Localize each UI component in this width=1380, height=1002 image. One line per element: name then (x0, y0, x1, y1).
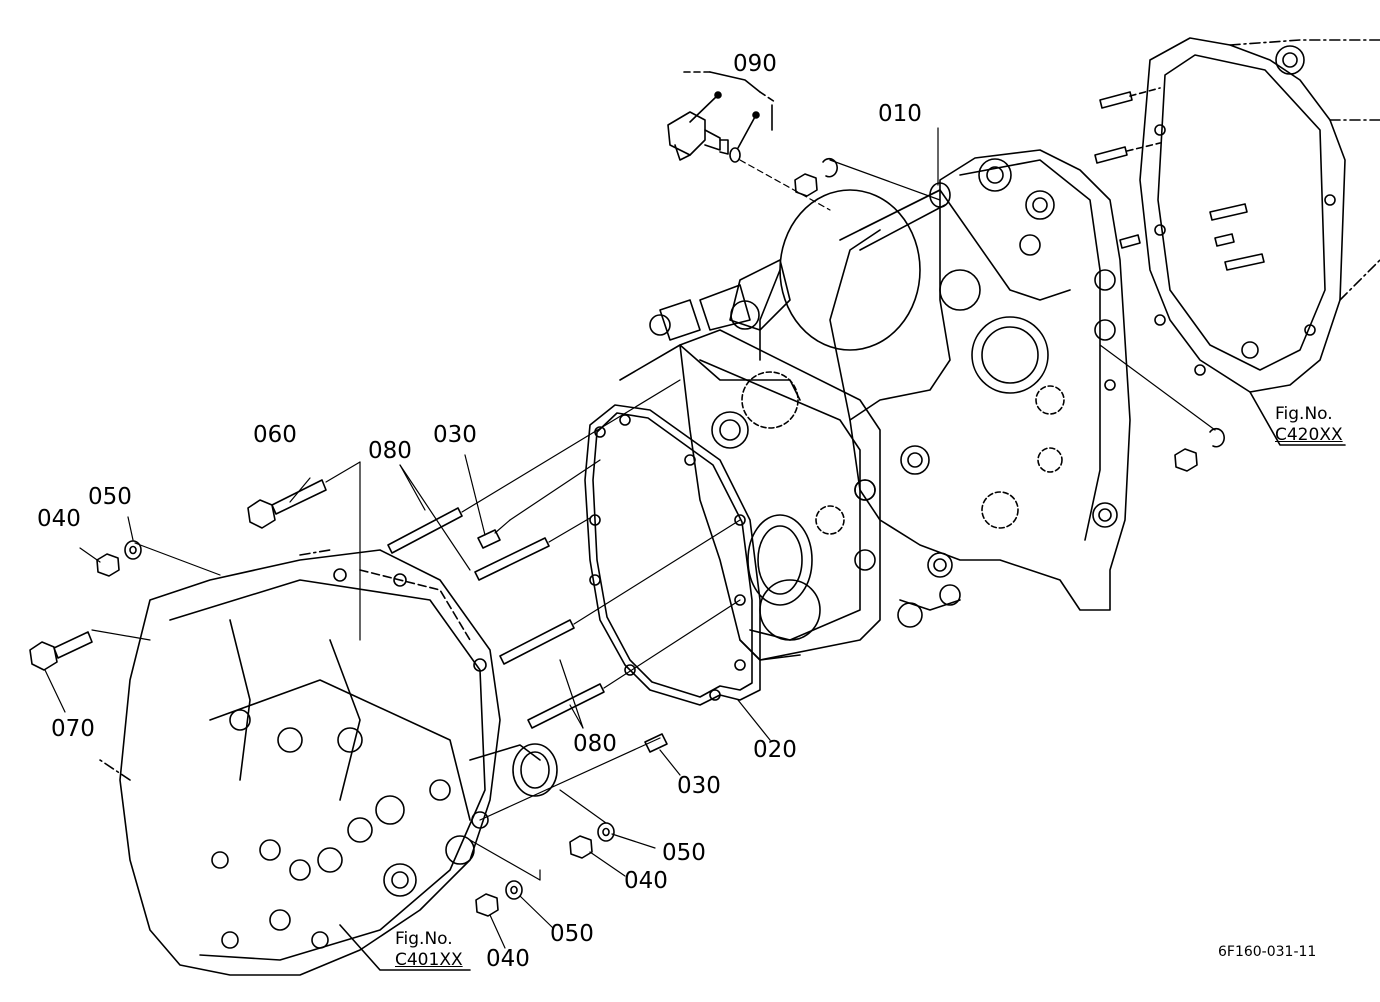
figure-ref-right-prefix: Fig.No. (1275, 404, 1333, 424)
label-050-mid: 050 (662, 840, 706, 866)
left-transmission-case (100, 550, 557, 975)
fitting-and-o-ring (668, 72, 775, 162)
right-case-studs (1095, 88, 1264, 270)
figure-ref-right: Fig.No. C420XX (1275, 404, 1343, 447)
figure-ref-right-code: C420XX (1275, 425, 1343, 446)
label-030-top: 030 (433, 422, 477, 448)
label-040-low: 040 (486, 946, 530, 972)
label-040-left: 040 (37, 506, 81, 532)
label-070: 070 (51, 716, 95, 742)
drawing-code: 6F160-031-11 (1218, 944, 1317, 960)
label-010: 010 (878, 101, 922, 127)
figure-ref-left-code: C401XX (395, 950, 463, 971)
gasket (585, 405, 760, 705)
figure-ref-left-prefix: Fig.No. (395, 929, 453, 949)
label-090: 090 (733, 51, 777, 77)
center-housing (830, 150, 1130, 627)
label-050-left: 050 (88, 484, 132, 510)
leader-lines (45, 128, 1215, 948)
label-050-low: 050 (550, 921, 594, 947)
label-030-bottom: 030 (677, 773, 721, 799)
middle-housing (620, 330, 880, 660)
figure-ref-left: Fig.No. C401XX (395, 929, 463, 972)
internal-disc-and-shaft (650, 183, 950, 360)
studs-080 (388, 508, 604, 728)
dowel-pins-030 (478, 530, 667, 752)
label-080-top: 080 (368, 438, 412, 464)
label-060: 060 (253, 422, 297, 448)
right-transmission-case (1140, 38, 1380, 445)
label-080-bottom: 080 (573, 731, 617, 757)
bolts-060-070 (30, 480, 326, 670)
label-040-mid: 040 (624, 868, 668, 894)
label-020: 020 (753, 737, 797, 763)
nuts-and-washers (97, 159, 1224, 916)
